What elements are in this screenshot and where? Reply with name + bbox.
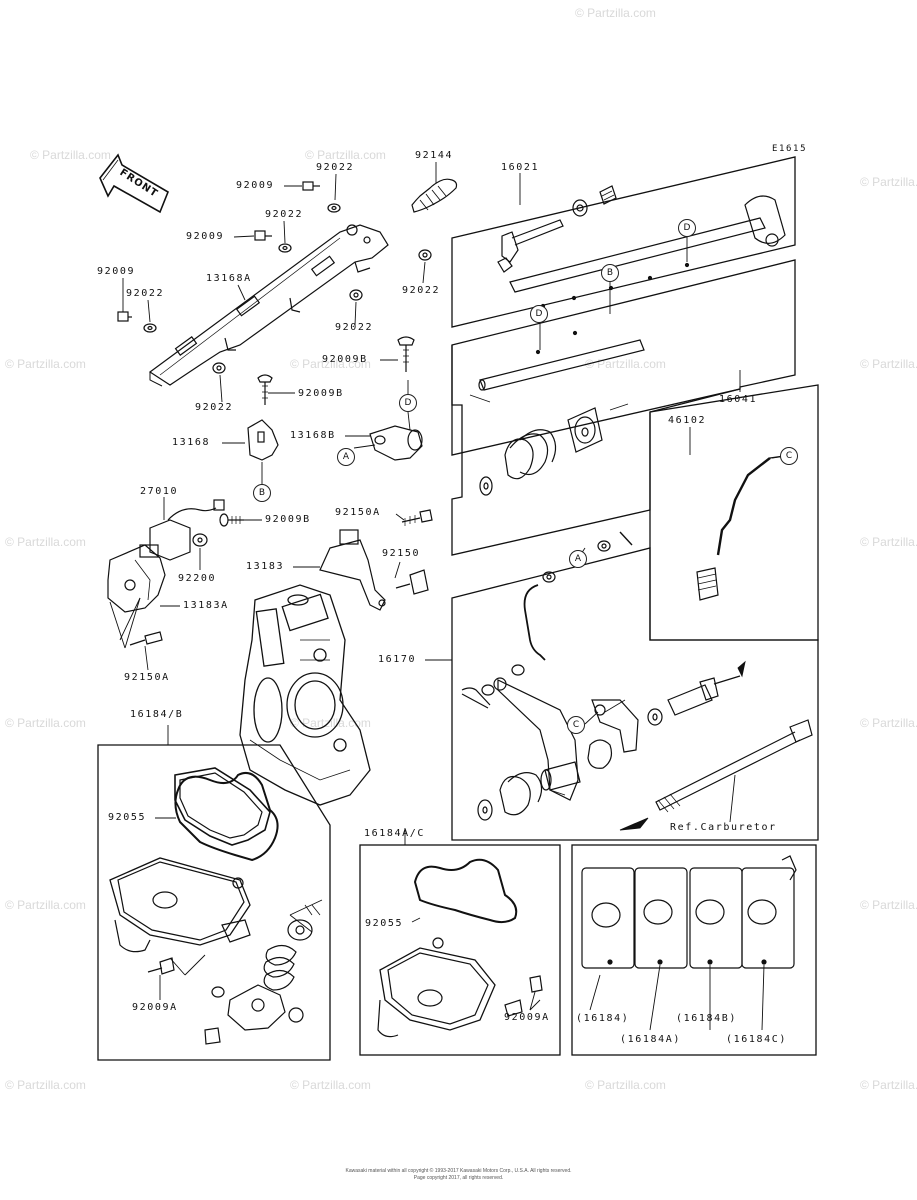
callout-b: B [253,484,271,502]
part-label: 92022 [265,209,304,220]
bracket-13183a [107,544,166,613]
throttle-shaft-upper [509,195,786,309]
watermark: © Partzilla.com [860,175,917,189]
small-fasteners [117,181,432,374]
part-label: 92009B [265,514,311,525]
part-label: 13168B [290,430,336,441]
part-label: 92009A [132,1002,178,1013]
part-label: 16170 [378,654,417,665]
part-label: 92150A [124,672,170,683]
front-arrow-icon [99,153,169,214]
part-label: 46102 [668,415,707,426]
watermark: © Partzilla.com [5,716,86,730]
part-label: 92009 [186,231,225,242]
part-label: 92009A [504,1012,550,1023]
part-label: 92009 [97,266,136,277]
part-label: 92009 [236,180,275,191]
part-label: 13168A [206,273,252,284]
watermark: © Partzilla.com [5,357,86,371]
watermark: © Partzilla.com [585,1078,666,1092]
part-label: 13168 [172,437,211,448]
gasket-92055-mid [413,858,518,924]
callout-c: C [567,716,585,734]
link-assembly-16170 [461,531,741,821]
part-label: 92200 [178,573,217,584]
spring-92144 [411,178,458,213]
part-label: 92150A [335,507,381,518]
watermark: © Partzilla.com [290,357,371,371]
diagram-code: E1615 [772,144,808,154]
part-label: 16184A/C [364,828,425,839]
part-label: 92022 [126,288,165,299]
gasket-92055-left [174,772,279,862]
callout-b: B [601,264,619,282]
part-label: 92022 [316,162,355,173]
part-label: 16041 [719,394,758,405]
carburetor-body [239,584,371,806]
throttle-shaft-lower [469,330,645,496]
watermark: © Partzilla.com [585,357,666,371]
bracket-13168a [148,224,389,387]
watermark: © Partzilla.com [5,898,86,912]
part-label: 27010 [140,486,179,497]
bracket-13183 [319,529,429,611]
bolts-92150a [129,509,433,646]
float-chamber-mid [377,937,543,1038]
callout-d: D [678,219,696,237]
bracket-13168 [247,374,279,461]
part-label: 92144 [415,150,454,161]
part-label: 92022 [402,285,441,296]
sensor-27010 [139,499,244,561]
part-label: 13183 [246,561,285,572]
part-label: (16184A) [620,1034,681,1045]
watermark: © Partzilla.com [5,1078,86,1092]
choke-cable-46102 [696,455,785,601]
arrow-marks [109,597,746,1011]
watermark: © Partzilla.com [5,535,86,549]
part-label: 92055 [108,812,147,823]
part-label: 92009B [322,354,368,365]
part-label: 92055 [365,918,404,929]
float-chamber-left [109,767,321,1045]
watermark: © Partzilla.com [860,716,917,730]
part-label: 92150 [382,548,421,559]
part-label: (16184B) [676,1013,737,1024]
copyright-footer: Kawasaki material within all copyright ©… [345,1168,572,1174]
lever-13168b [369,336,423,461]
part-label: (16184C) [726,1034,787,1045]
panel-outlines [97,156,819,1061]
watermark: © Partzilla.com [290,1078,371,1092]
gasket-set-16184 [581,855,797,969]
ref-carburetor-stud [655,719,813,813]
watermark: © Partzilla.com [290,716,371,730]
leader-lines [122,162,787,1031]
callout-d: D [399,394,417,412]
watermark: © Partzilla.com [860,1078,917,1092]
callout-c: C [780,447,798,465]
watermark: © Partzilla.com [30,148,111,162]
part-label: 92022 [335,322,374,333]
copyright-footer-2: Page copyright 2017, all rights reserved… [413,1175,504,1181]
part-label: 13183A [183,600,229,611]
watermark: © Partzilla.com [860,898,917,912]
callout-d: D [530,305,548,323]
watermark: © Partzilla.com [305,148,386,162]
air-screw-16021 [497,185,617,273]
watermark: © Partzilla.com [860,357,917,371]
part-label: 16184/B [130,709,184,720]
watermark: © Partzilla.com [860,535,917,549]
callout-a: A [569,550,587,568]
callout-a: A [337,448,355,466]
part-label: 92022 [195,402,234,413]
part-label: (16184) [576,1013,630,1024]
ref-label: Ref.Carburetor [670,822,777,833]
part-label: 16021 [501,162,540,173]
part-label: 92009B [298,388,344,399]
watermark: © Partzilla.com [575,6,656,20]
